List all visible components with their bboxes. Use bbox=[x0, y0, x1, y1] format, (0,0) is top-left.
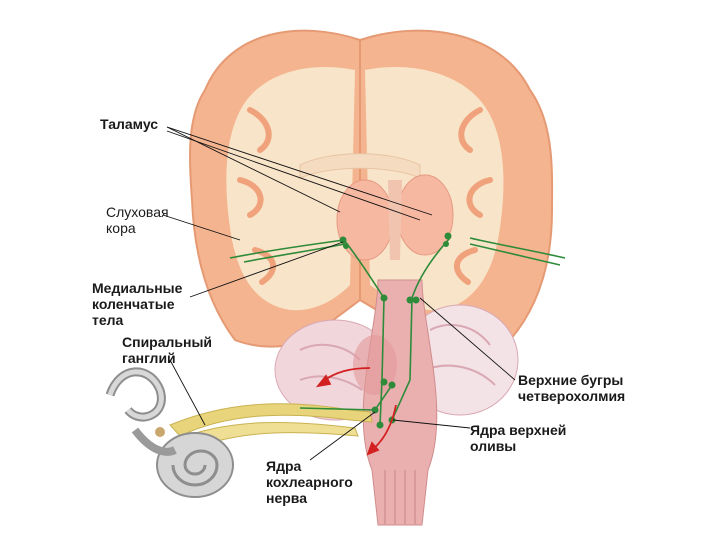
label-thalamus: Таламус bbox=[100, 116, 158, 132]
label-medial-geniculate: Медиальные коленчатые тела bbox=[92, 280, 182, 328]
label-auditory-cortex: Слуховая кора bbox=[106, 204, 169, 236]
thalamus-structure bbox=[337, 175, 453, 260]
label-superior-olive: Ядра верхней оливы bbox=[470, 422, 566, 454]
label-spiral-ganglion: Спиральный ганглий bbox=[122, 334, 212, 366]
brainstem bbox=[353, 280, 437, 525]
label-cochlear-nuclei: Ядра кохлеарного нерва bbox=[266, 458, 353, 506]
label-superior-colliculi: Верхние бугры четверохолмия bbox=[518, 372, 625, 404]
